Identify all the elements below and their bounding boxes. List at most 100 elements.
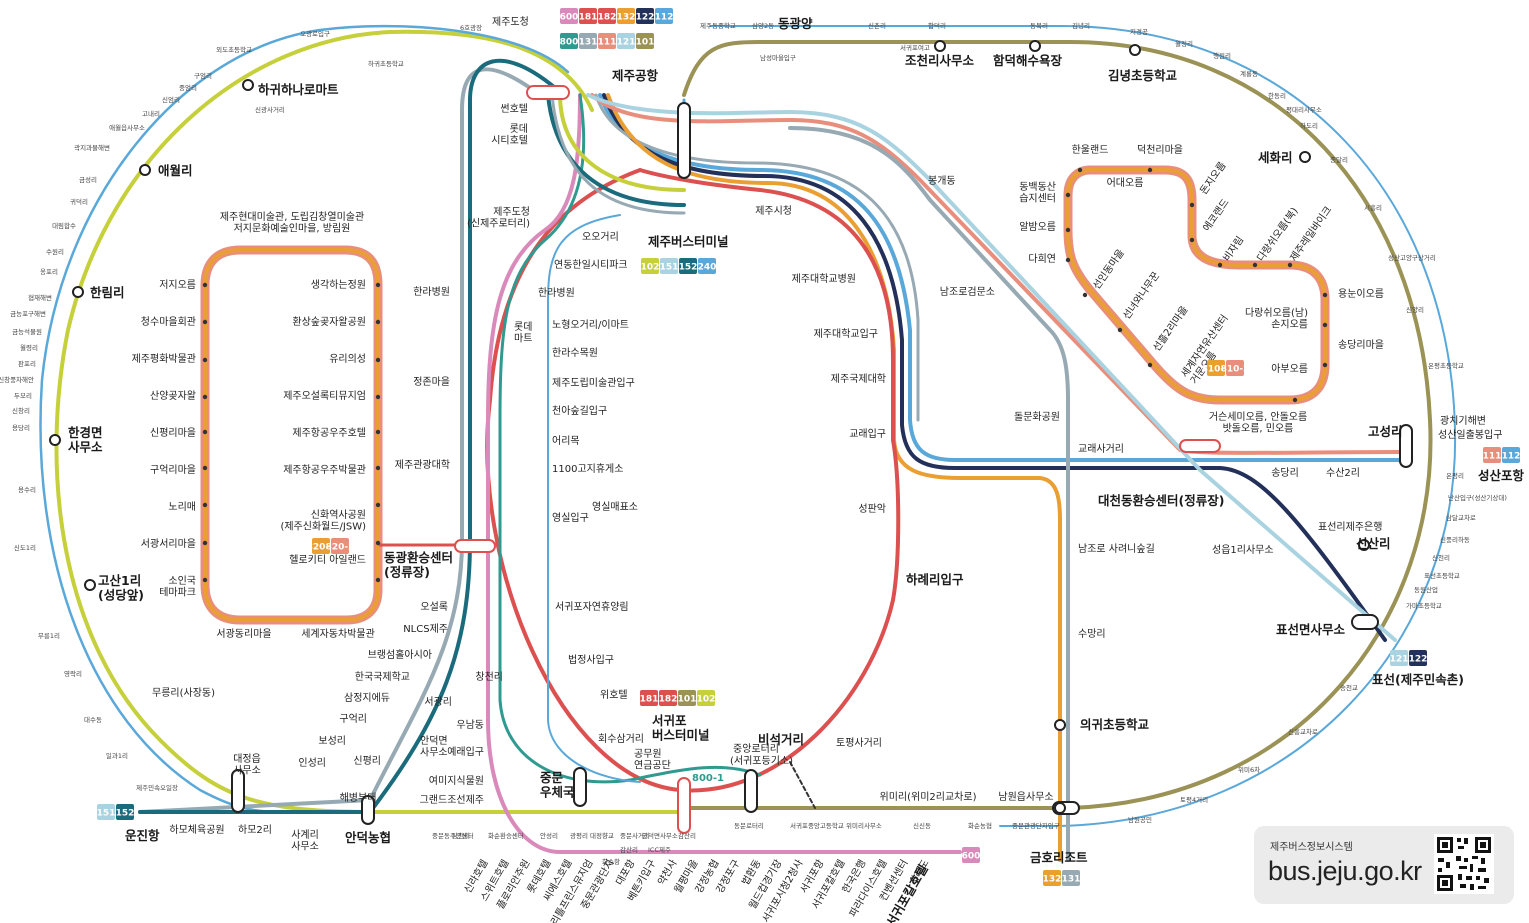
outer-small-stop[interactable]: 금성리 bbox=[79, 175, 97, 184]
outer-small-stop[interactable]: 협재해변 bbox=[28, 293, 52, 302]
stop-aewol[interactable]: 애월리 bbox=[158, 163, 193, 178]
outer-small-stop[interactable]: 금능포구해변 bbox=[10, 309, 46, 318]
airport-hub[interactable] bbox=[526, 85, 570, 100]
goseong-hub[interactable] bbox=[1399, 424, 1413, 468]
outer-small-stop[interactable]: 무릉1리 bbox=[38, 631, 60, 640]
outer-small-stop[interactable]: 성산고양구상거리 bbox=[1388, 253, 1436, 262]
stop-gosan[interactable]: 고산1리(성당앞) bbox=[98, 573, 144, 602]
outer-small-stop[interactable]: 제주민속오일장 bbox=[136, 783, 178, 792]
outer-small-stop[interactable]: 신풍리하동 bbox=[1440, 535, 1470, 544]
mid-stop-label[interactable]: 예래입구 bbox=[447, 745, 484, 758]
mid-stop-label[interactable]: 성판악 bbox=[858, 503, 886, 515]
mid-stop-label[interactable]: 구억리 bbox=[339, 713, 367, 725]
mid-stop-label[interactable]: 제주국제대학 bbox=[831, 373, 886, 385]
east-loop-stop[interactable] bbox=[1189, 237, 1195, 243]
outer-small-stop[interactable]: 지경공 bbox=[1130, 27, 1148, 36]
mid-stop-label[interactable]: 한국국제학교 bbox=[355, 671, 410, 683]
geumho-route-badge[interactable]: 132 bbox=[1043, 870, 1062, 886]
west-loop-stop[interactable] bbox=[375, 577, 381, 583]
outer-small-stop[interactable]: 감산리 bbox=[620, 845, 638, 854]
major-stop-dot[interactable] bbox=[1054, 719, 1066, 731]
airport-route-badge[interactable]: 800 bbox=[560, 33, 579, 49]
seogwipo-hub[interactable] bbox=[677, 777, 691, 834]
mid-stop-label[interactable]: 창천리 bbox=[475, 671, 503, 683]
airport-route-badge[interactable]: 181 bbox=[579, 8, 598, 24]
stop-airport[interactable]: 제주공항 bbox=[612, 68, 659, 83]
east-loop-stop-label[interactable]: 덕천리마을 bbox=[1137, 144, 1183, 156]
stop-pyoseon[interactable]: 표선(제주민속촌) bbox=[1372, 672, 1464, 687]
west-loop-stop[interactable] bbox=[202, 394, 208, 400]
unjin-route-badge[interactable]: 152 bbox=[116, 804, 135, 820]
stop-sehwa[interactable]: 세화리 bbox=[1258, 150, 1293, 165]
airport-route-badge[interactable]: 112 bbox=[655, 8, 674, 24]
mid-stop-label[interactable]: NLCS제주 bbox=[403, 623, 448, 635]
mid-stop-label[interactable]: 위호텔 bbox=[600, 688, 628, 701]
mid-stop-label[interactable]: 제주대학교입구 bbox=[814, 327, 878, 340]
outer-small-stop[interactable]: 대정향교 bbox=[590, 831, 614, 840]
outer-small-stop[interactable]: 평대리사무소 bbox=[1286, 105, 1322, 114]
west-loop-left-stop[interactable]: 구억리마을 bbox=[150, 464, 196, 476]
west-loop-right-stop[interactable]: 제주항공우주박물관 bbox=[283, 464, 366, 476]
east-loop-stop[interactable] bbox=[1252, 262, 1258, 268]
stop-geumho[interactable]: 금호리조트 bbox=[1030, 850, 1088, 865]
daejeong-hub[interactable] bbox=[231, 769, 245, 813]
east-loop-route-badge[interactable]: 810-2 bbox=[1221, 360, 1250, 376]
outer-small-stop[interactable]: 삼양2동 bbox=[752, 21, 774, 30]
daecheon-hub[interactable] bbox=[1179, 439, 1221, 453]
stop-donggwangyang[interactable]: 동광양 bbox=[778, 16, 813, 31]
outer-small-stop[interactable]: 남원공민 bbox=[1128, 815, 1152, 824]
mid-stop-label[interactable]: 제주시청 bbox=[755, 205, 792, 217]
major-stop-dot[interactable] bbox=[139, 164, 151, 176]
major-stop-dot[interactable] bbox=[934, 40, 946, 52]
east-loop-stop[interactable] bbox=[1287, 262, 1293, 268]
west-loop-left-stop[interactable]: 신평리마을 bbox=[150, 427, 196, 439]
terminal-route-badge[interactable]: 151 bbox=[660, 258, 679, 274]
mid-stop-label[interactable]: 우남동 bbox=[456, 719, 484, 731]
airport-route-badge[interactable]: 182 bbox=[598, 8, 617, 24]
outer-small-stop[interactable]: 온평초등학교 bbox=[1428, 361, 1464, 370]
east-loop-stop[interactable] bbox=[1065, 192, 1071, 198]
mid-stop-label[interactable]: 토평사거리 bbox=[836, 737, 882, 749]
mid-stop-label[interactable]: 인성리 bbox=[298, 757, 326, 769]
major-stop-dot[interactable] bbox=[242, 79, 254, 91]
east-loop-stop[interactable] bbox=[1065, 257, 1071, 263]
west-loop-stop[interactable] bbox=[202, 282, 208, 288]
stop-hamdeok[interactable]: 함덕해수욕장 bbox=[993, 53, 1063, 68]
mid-stop-label[interactable]: 여미지식물원 bbox=[429, 775, 484, 787]
stop-hallyeri[interactable]: 하례리입구 bbox=[906, 572, 964, 587]
east-loop-stop-label[interactable]: 선녀와나무꾼 bbox=[1121, 270, 1162, 322]
east-loop-stop[interactable] bbox=[1147, 167, 1153, 173]
mid-stop-label[interactable]: 수산2리 bbox=[1326, 467, 1360, 479]
outer-small-stop[interactable]: 하도리 bbox=[1300, 121, 1318, 130]
mid-stop-label[interactable]: 1100고지휴게소 bbox=[552, 463, 623, 475]
outer-small-stop[interactable]: 월령리 bbox=[20, 343, 38, 352]
outer-small-stop[interactable]: 서귀포중앙고등학교 bbox=[790, 821, 844, 830]
mid-stop-label[interactable]: 남조로검문소 bbox=[940, 286, 995, 298]
east-loop-stop[interactable] bbox=[1292, 397, 1298, 403]
outer-small-stop[interactable]: 행원리 bbox=[1213, 51, 1231, 60]
outer-small-stop[interactable]: 대림합수 bbox=[52, 221, 76, 230]
terminal-route-badge[interactable]: 152 bbox=[679, 258, 698, 274]
stop-jeju-docheong[interactable]: 제주도청 bbox=[492, 16, 529, 28]
east-loop-stop[interactable] bbox=[1322, 292, 1328, 298]
mid-stop-label[interactable]: 법정사입구 bbox=[568, 653, 614, 666]
outer-small-stop[interactable]: 함덕리 bbox=[928, 21, 946, 30]
outer-small-stop[interactable]: 안덕면사무소 bbox=[642, 831, 678, 840]
airport-route-badge[interactable]: 132 bbox=[617, 8, 636, 24]
pyoseon-hub[interactable] bbox=[1351, 614, 1379, 630]
stop-daecheon[interactable]: 대천동환승센터(정류장) bbox=[1098, 493, 1224, 508]
west-loop-stop[interactable] bbox=[375, 502, 381, 508]
east-loop-stop[interactable] bbox=[1117, 327, 1123, 333]
outer-small-stop[interactable]: 수원리 bbox=[46, 247, 64, 256]
mid-stop-label[interactable]: 성산일출봉입구 bbox=[1438, 428, 1502, 441]
seogwipo-route-badge[interactable]: 181 bbox=[640, 690, 659, 706]
mid-stop-label[interactable]: 광치기해변 bbox=[1440, 414, 1486, 427]
stop-unjin[interactable]: 운진항 bbox=[125, 828, 160, 843]
outer-small-stop[interactable]: 온평리 bbox=[1446, 471, 1464, 480]
mid-stop-label[interactable]: 봉개동 bbox=[928, 175, 956, 187]
west-loop-stop[interactable] bbox=[375, 357, 381, 363]
